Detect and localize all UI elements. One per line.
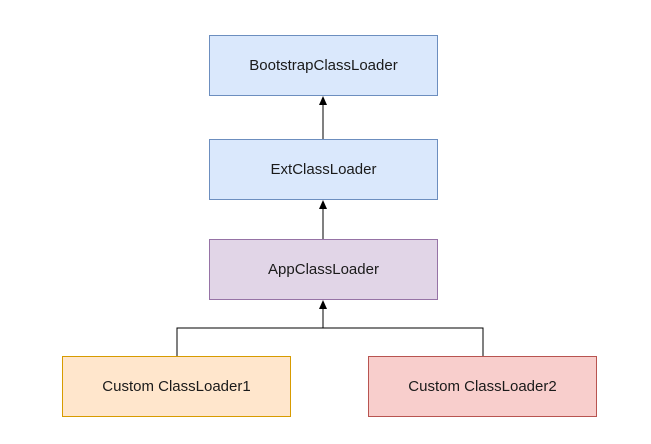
- node-app-class-loader: AppClassLoader: [209, 239, 438, 300]
- arrowhead-ext: [319, 200, 327, 209]
- node-label: AppClassLoader: [268, 261, 379, 278]
- arrowhead-app: [319, 300, 327, 309]
- node-bootstrap-class-loader: BootstrapClassLoader: [209, 35, 438, 96]
- edge-custom2-to-app: [322, 308, 484, 356]
- arrowhead-bootstrap: [319, 96, 327, 105]
- node-custom-class-loader-1: Custom ClassLoader1: [62, 356, 291, 417]
- node-custom-class-loader-2: Custom ClassLoader2: [368, 356, 597, 417]
- node-label: BootstrapClassLoader: [249, 57, 398, 74]
- node-label: Custom ClassLoader2: [408, 378, 557, 395]
- edge-custom1-to-app: [176, 308, 324, 356]
- node-ext-class-loader: ExtClassLoader: [209, 139, 438, 200]
- node-label: ExtClassLoader: [270, 161, 377, 178]
- node-label: Custom ClassLoader1: [102, 378, 251, 395]
